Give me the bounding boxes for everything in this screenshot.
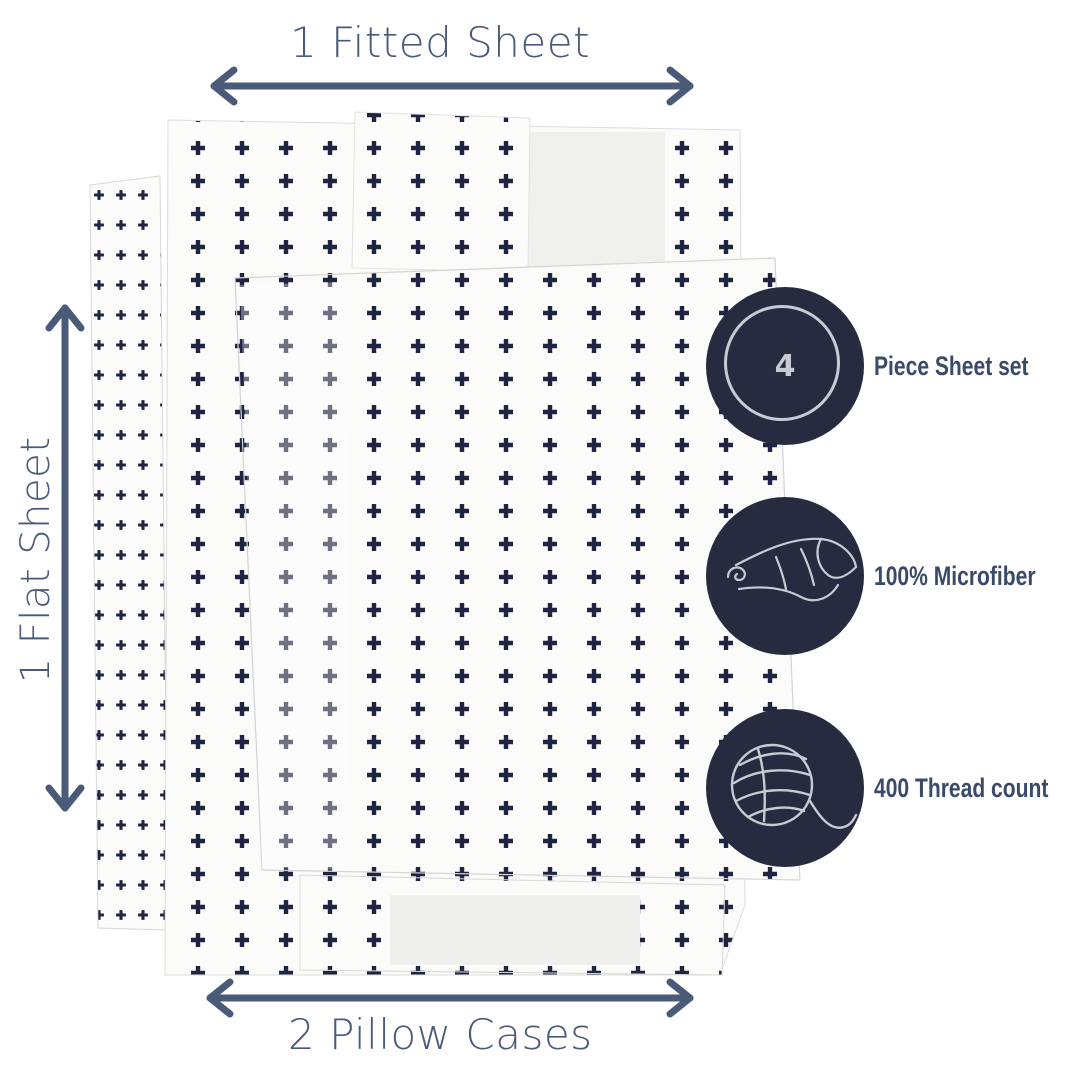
feature-material: 100% Microfiber — [706, 497, 1080, 655]
flat-sheet-arrow — [45, 304, 85, 812]
feature-text-piece-count: Piece Sheet set — [874, 350, 1029, 381]
pillow-cases-label: 2 Pillow Cases — [288, 1010, 593, 1059]
fabric-roll-icon — [706, 497, 864, 655]
number-circle-icon: 4 — [706, 287, 864, 445]
feature-text-thread-count: 400 Thread count — [874, 772, 1049, 803]
flat-sheet-label: 1 Flat Sheet — [13, 436, 59, 684]
fitted-sheet-arrow — [210, 66, 694, 106]
feature-text-material: 100% Microfiber — [874, 560, 1036, 591]
feature-thread-count: 400 Thread count — [706, 709, 1080, 867]
yarn-ball-icon — [706, 709, 864, 867]
badge-ring — [724, 305, 840, 421]
fitted-sheet-label: 1 Fitted Sheet — [290, 18, 591, 67]
feature-piece-count: 4 Piece Sheet set — [706, 287, 1072, 445]
pillow-cases-arrow — [206, 978, 694, 1018]
piece-count-number: 4 — [774, 348, 796, 384]
flat-sheet — [89, 175, 169, 931]
pillow-cases — [234, 257, 801, 976]
